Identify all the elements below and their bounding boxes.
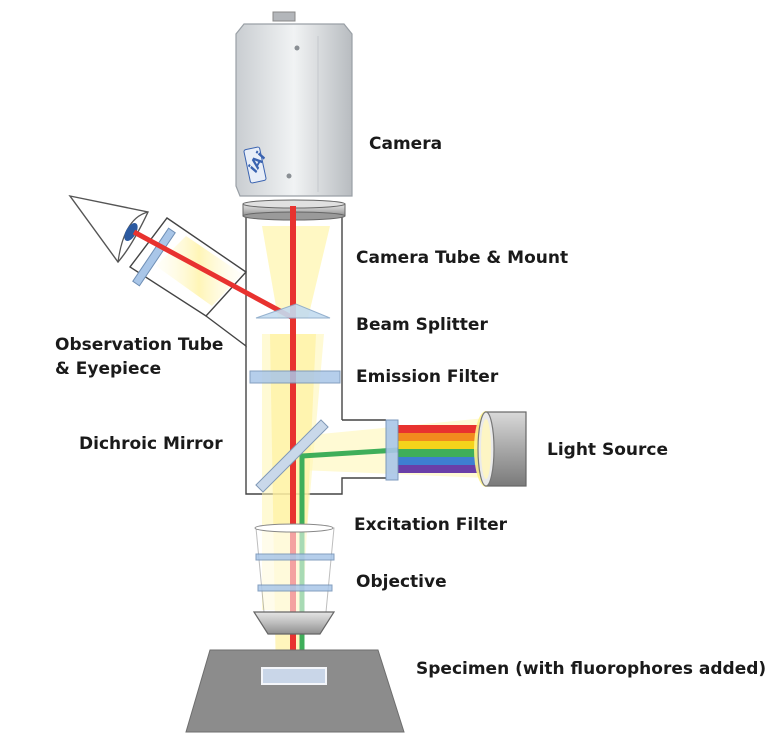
spectrum-band (398, 465, 484, 473)
stage (185, 649, 405, 733)
light-source (474, 411, 527, 487)
spectrum-band (398, 449, 484, 457)
eyepiece-lens (132, 227, 176, 287)
camera-tube-label: Camera Tube & Mount (356, 248, 569, 268)
excitation-filter (385, 419, 399, 481)
dichroic-mirror (255, 419, 329, 493)
camera: iAi (235, 11, 353, 197)
specimen-slide (261, 667, 327, 685)
spectrum-band (398, 441, 484, 449)
spectrum-band (398, 433, 484, 441)
spectrum-band (398, 425, 484, 433)
emission-filter (249, 370, 341, 384)
beam-splitter (255, 303, 331, 319)
spectrum-beam (398, 425, 484, 473)
dichroic-mirror-label: Dichroic Mirror (79, 434, 223, 454)
excitation-filter-label: Excitation Filter (354, 515, 508, 535)
light-source-label: Light Source (547, 440, 668, 460)
beam-splitter-label: Beam Splitter (356, 315, 488, 335)
microscope-housing (205, 216, 386, 495)
observation-tube-label: Observation Tube (55, 335, 224, 355)
spectrum-band (398, 457, 484, 465)
objective (252, 523, 336, 635)
emission-filter-label: Emission Filter (356, 367, 499, 387)
objective-label: Objective (356, 572, 447, 592)
camera-mount (242, 199, 346, 221)
camera-label: Camera (369, 134, 443, 154)
specimen-label: Specimen (with fluorophores added) (416, 659, 765, 679)
eye-icon (68, 194, 150, 264)
eyepiece-label: & Eyepiece (55, 359, 162, 379)
